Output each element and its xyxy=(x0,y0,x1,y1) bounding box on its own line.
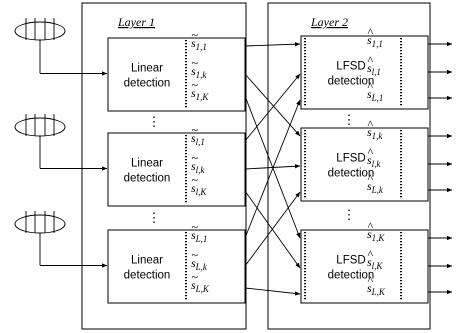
symbol-accent: ^ xyxy=(368,79,374,93)
symbol-accent: ~ xyxy=(192,123,199,137)
antenna-icon xyxy=(14,211,108,268)
block-label-line2: detection xyxy=(124,270,171,282)
block-label-line1: LFSD xyxy=(336,255,365,267)
linear-output-label: sl,1 xyxy=(191,131,205,147)
block-label-line2: detection xyxy=(124,78,171,90)
connection-line xyxy=(244,99,301,239)
block-label-line2: detection xyxy=(124,173,171,185)
lfsd-detection-block: LFSD detection xyxy=(300,35,429,110)
linear-ellipsis-1: ⋮ xyxy=(148,114,161,129)
symbol-accent: ~ xyxy=(192,28,199,42)
lfsd-output-label: sL,k xyxy=(367,179,384,195)
symbol-accent: ~ xyxy=(192,220,199,234)
linear-output-label: sL,1 xyxy=(191,228,207,244)
lfsd-detection-block: LFSD detection xyxy=(300,127,429,202)
block-label-line1: Linear xyxy=(131,63,163,75)
symbol-accent: ^ xyxy=(368,171,374,185)
symbol-accent: ~ xyxy=(192,78,199,92)
layer-1-title: Layer 1 xyxy=(117,15,155,29)
linear-output-label: sl,k xyxy=(191,159,205,175)
connection-line xyxy=(244,42,301,47)
lfsd-output-label: sL,1 xyxy=(367,87,383,103)
linear-detection-block: Linear detection xyxy=(107,37,246,112)
layer-2-frame xyxy=(267,2,431,330)
symbol-accent: ~ xyxy=(192,56,199,70)
linear-detection-block: Linear detection xyxy=(107,132,246,207)
lfsd-output-label: s1,K xyxy=(367,227,385,243)
linear-output-label: sL,k xyxy=(191,256,208,272)
lfsd-detection-block: LFSD detection xyxy=(300,229,429,304)
antenna-group xyxy=(14,18,108,268)
symbol-accent: ^ xyxy=(368,145,374,159)
symbol-accent: ^ xyxy=(368,53,374,67)
block-label-line2: detection xyxy=(328,270,375,282)
symbol-accent: ^ xyxy=(368,273,374,287)
lfsd-ellipsis-1: ⋮ xyxy=(343,112,356,127)
connection-line xyxy=(244,73,301,137)
connection-line xyxy=(244,164,301,170)
linear-output-label: s1,K xyxy=(191,86,209,102)
lfsd-output-label: s1,k xyxy=(367,125,383,141)
linear-detection-block: Linear detection xyxy=(107,229,246,304)
linear-output-label: s1,1 xyxy=(191,36,207,52)
block-label-line1: LFSD xyxy=(336,153,365,165)
block-label-line1: Linear xyxy=(131,255,163,267)
layer-2-title: Layer 2 xyxy=(310,15,348,29)
lfsd-output-label: sL,K xyxy=(367,281,386,297)
linear-output-label: sL,K xyxy=(191,278,210,294)
block-label-line2: detection xyxy=(328,76,375,88)
symbol-labels: s1,1~s1,k~s1,K~sl,1~sl,k~sl,K~sL,1~sL,k~… xyxy=(191,25,386,297)
lfsd-output-label: sl,1 xyxy=(367,61,381,77)
symbol-accent: ^ xyxy=(368,247,374,261)
linear-output-label: sl,K xyxy=(191,181,207,197)
layer-1-frame xyxy=(81,2,247,330)
connection-line xyxy=(244,287,301,296)
lfsd-output-label: s1,1 xyxy=(367,33,383,49)
antenna-icon xyxy=(14,114,108,171)
detection-blocks: LineardetectionLineardetectionLineardete… xyxy=(107,35,429,304)
symbol-accent: ^ xyxy=(368,219,374,233)
symbol-accent: ~ xyxy=(192,248,199,262)
antenna-icon xyxy=(14,18,108,76)
connection-line xyxy=(244,95,301,239)
linear-ellipsis-2: ⋮ xyxy=(148,210,161,225)
linear-output-label: s1,k xyxy=(191,64,207,80)
connection-line xyxy=(244,191,301,267)
symbol-accent: ^ xyxy=(368,117,374,131)
symbol-accent: ~ xyxy=(192,173,199,187)
lfsd-output-label: sl,k xyxy=(367,153,381,169)
block-label-line1: Linear xyxy=(131,158,163,170)
block-label-line2: detection xyxy=(328,168,375,180)
symbol-accent: ~ xyxy=(192,270,199,284)
block-label-line1: LFSD xyxy=(336,61,365,73)
connection-wires xyxy=(244,41,453,296)
lfsd-ellipsis-2: ⋮ xyxy=(343,207,356,222)
symbol-accent: ^ xyxy=(368,25,374,39)
symbol-accent: ~ xyxy=(192,151,199,165)
lfsd-output-label: sl,K xyxy=(367,255,383,271)
connection-line xyxy=(244,73,301,142)
